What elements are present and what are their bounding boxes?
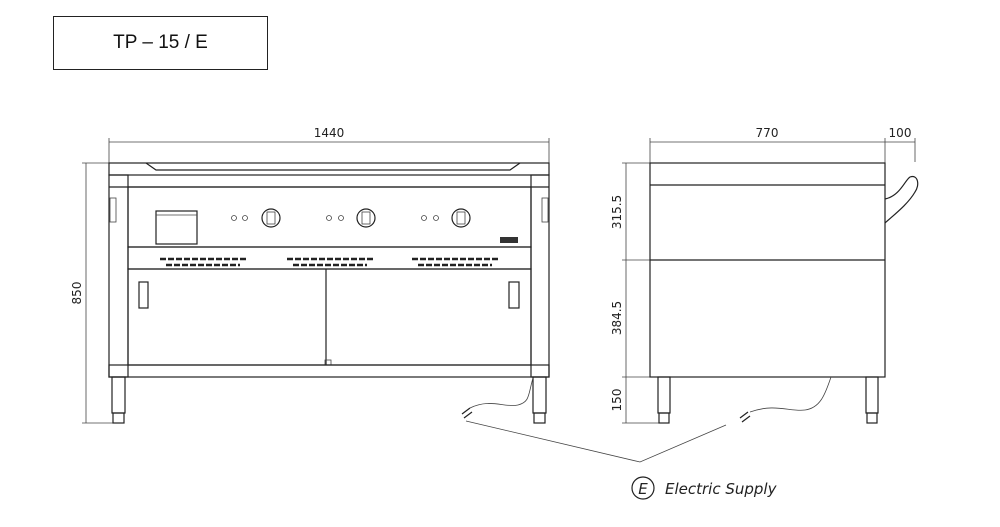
warmer-window [155, 210, 198, 245]
side-power-cable [749, 376, 832, 413]
vents [160, 257, 498, 267]
model-title: TP – 15 / E [113, 32, 208, 53]
front-height-label: 850 [70, 282, 84, 305]
griddle-top [108, 162, 550, 176]
model-title-box: TP – 15 / E [53, 16, 268, 70]
electric-supply-legend: E Electric Supply [465, 420, 778, 500]
electric-symbol: E [638, 480, 648, 498]
plug-icon [461, 407, 473, 419]
electric-symbol-icon [631, 476, 655, 500]
cabinet-doors [127, 268, 532, 366]
knob-3-icon [451, 208, 471, 228]
control-panel [127, 186, 532, 248]
side-leg-label: 150 [610, 389, 624, 412]
knob-1-icon [261, 208, 281, 228]
control-knobs [231, 208, 518, 243]
electric-supply-label: Electric Supply [665, 480, 778, 498]
front-width-label: 1440 [314, 126, 345, 140]
side-middle-label: 384.5 [610, 301, 624, 335]
side-handle [884, 175, 919, 224]
side-depth-label: 770 [756, 126, 779, 140]
rating-plate [500, 237, 518, 243]
door-handle-left [138, 281, 149, 309]
side-view: 770 100 315.5 384.5 150 [610, 126, 919, 424]
power-cable [469, 377, 534, 409]
side-handle-label: 100 [889, 126, 912, 140]
front-width-dimension: 1440 [108, 126, 550, 163]
front-view: 1440 850 [70, 126, 550, 424]
door-handle-right [508, 281, 520, 309]
side-upper-label: 315.5 [610, 195, 624, 229]
side-body [649, 162, 886, 378]
knob-2-icon [356, 208, 376, 228]
front-height-dimension: 850 [70, 162, 120, 424]
side-plug-icon [739, 411, 751, 423]
